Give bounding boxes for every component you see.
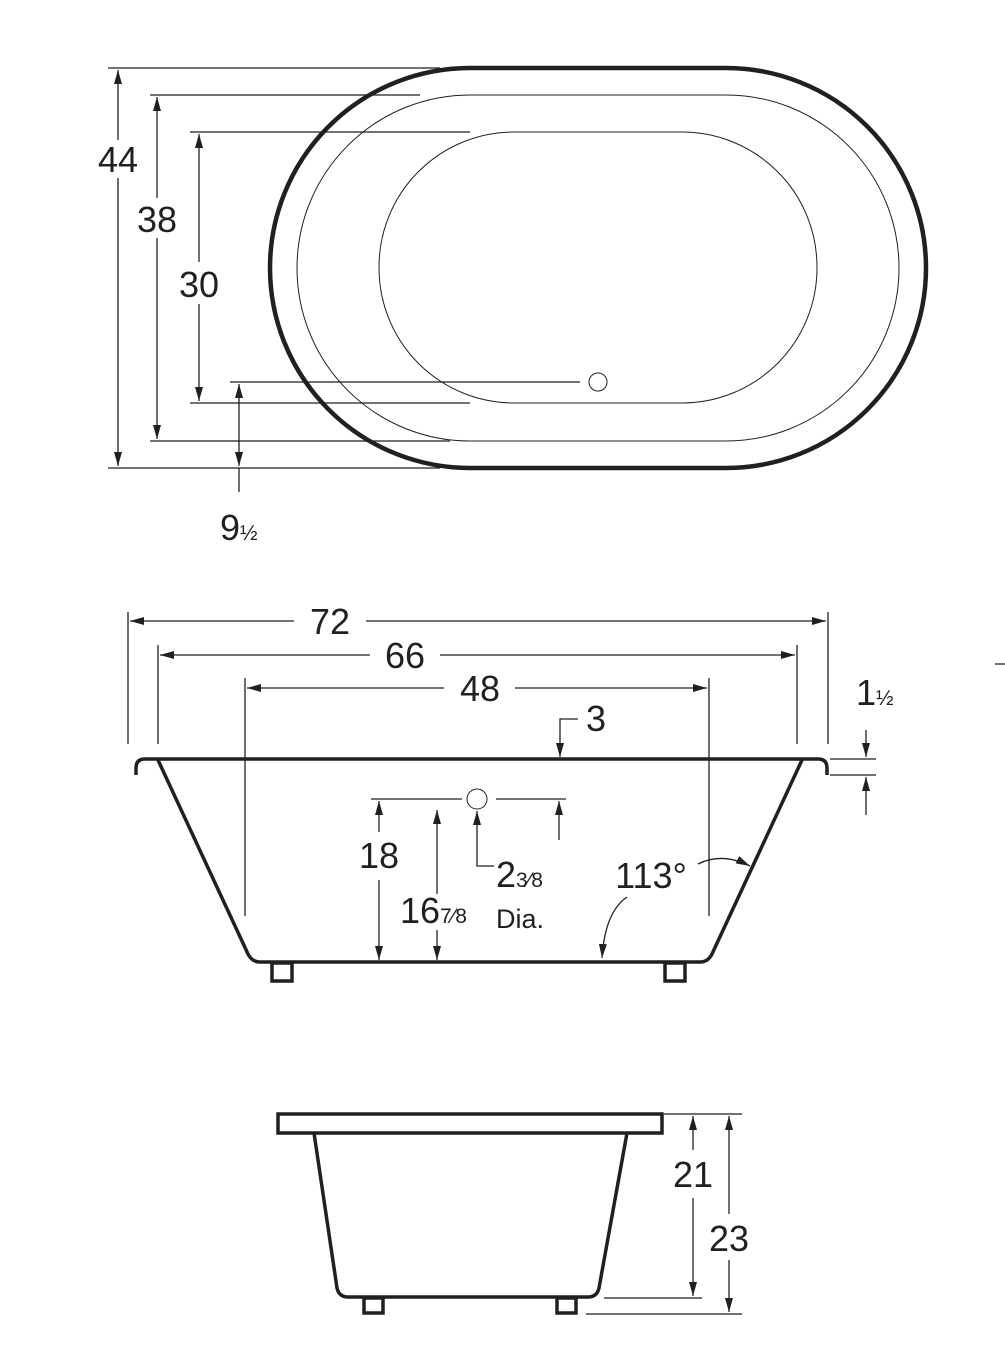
dim-leader-drain-dia bbox=[473, 811, 494, 867]
tub-end-rim bbox=[276, 1112, 664, 1135]
tub-foot-left bbox=[270, 961, 294, 983]
dim-leader-3 bbox=[556, 718, 578, 757]
dim-label-21: 21 bbox=[673, 1154, 713, 1195]
dim-label-38: 38 bbox=[137, 199, 177, 240]
angle-arc bbox=[598, 896, 628, 959]
dim-label-9-half: 9½ bbox=[220, 507, 258, 548]
tub-foot-right bbox=[555, 1296, 578, 1315]
drain-circle bbox=[588, 372, 608, 392]
side-view: 72 66 48 3 1½ 18 167⁄8 23⁄8 Dia. bbox=[127, 601, 1005, 983]
dim-label-30: 30 bbox=[179, 264, 219, 305]
dim-label-72: 72 bbox=[310, 601, 350, 642]
dim-label-18: 18 bbox=[359, 835, 399, 876]
dim-label-66: 66 bbox=[385, 635, 425, 676]
dim-label-44: 44 bbox=[98, 139, 138, 180]
tub-side-profile bbox=[134, 757, 829, 964]
tub-inner-rim-outline bbox=[296, 94, 900, 442]
dim-label-113-deg: 113° bbox=[615, 855, 687, 896]
end-view: 21 23 bbox=[276, 1112, 749, 1315]
tub-foot-left bbox=[362, 1296, 385, 1315]
tub-basin-outline bbox=[378, 131, 818, 404]
drain-circle bbox=[466, 788, 488, 810]
dim-label-1-half: 1½ bbox=[856, 672, 894, 713]
dim-label-23: 23 bbox=[709, 1218, 749, 1259]
tub-foot-right bbox=[663, 961, 687, 983]
top-view: 44 38 30 9½ bbox=[98, 65, 929, 548]
angle-arc bbox=[697, 856, 751, 867]
tub-outer-rim-outline bbox=[267, 65, 929, 471]
dim-label-drain-dia: 23⁄8 bbox=[496, 854, 543, 895]
dim-label-3: 3 bbox=[586, 698, 606, 739]
tub-end-profile bbox=[312, 1132, 629, 1299]
dim-label-16-7-8: 167⁄8 bbox=[400, 890, 467, 931]
dim-label-dia: Dia. bbox=[496, 904, 544, 934]
dim-label-48: 48 bbox=[460, 668, 500, 709]
